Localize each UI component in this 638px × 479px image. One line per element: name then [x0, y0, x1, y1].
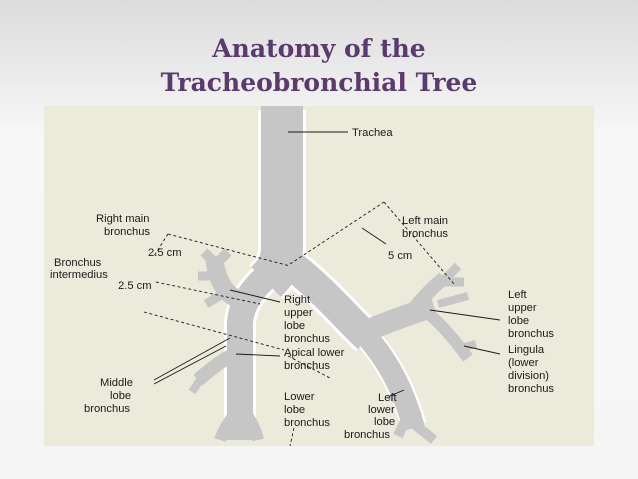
trachea — [250, 106, 303, 297]
tracheobronchial-tree-diagram: Trachea Right main bronchus 2.5 cm Bronc… — [50, 106, 554, 446]
dash-right-main-upper — [167, 233, 291, 267]
label-right-upper-lobe-2: upper — [284, 307, 313, 319]
label-middle-lobe-3: bronchus — [84, 403, 130, 415]
left-upper-lobe-stem — [359, 295, 438, 343]
label-left-lower-lobe-2: lower — [368, 404, 395, 416]
label-lingula-3: division) — [508, 370, 549, 382]
slide-title: Anatomy of the Tracheobronchial Tree — [0, 32, 638, 100]
leader-right-upper-lobe — [229, 289, 281, 303]
dash-left-main-end — [383, 201, 455, 285]
label-middle-lobe-1: Middle — [100, 377, 133, 389]
left-lower-twig-2 — [410, 420, 438, 444]
dash-intermedius-lower — [143, 311, 285, 351]
label-left-main-bronchus-2: bronchus — [402, 228, 448, 240]
label-lower-lobe-1: Lower — [284, 391, 315, 403]
label-right-main-bronchus-1: Right main — [96, 213, 149, 225]
leader-lingula — [463, 345, 501, 355]
label-right-upper-lobe-3: lobe — [284, 320, 305, 332]
label-left-upper-lobe-2: upper — [508, 302, 537, 314]
right-main-bronchus — [226, 259, 283, 440]
label-2-5cm-upper: 2.5 cm — [148, 247, 182, 259]
left-lower-twig-1 — [393, 407, 415, 439]
label-lingula-4: bronchus — [508, 383, 554, 395]
leader-apical-lower — [235, 353, 281, 357]
right-upper-twig-1 — [200, 248, 218, 266]
label-middle-lobe-2: lobe — [110, 390, 131, 402]
label-left-upper-lobe-4: bronchus — [508, 328, 554, 340]
label-left-upper-lobe-3: lobe — [508, 315, 529, 327]
label-lingula-1: Lingula — [508, 344, 545, 356]
left-main-bronchus — [280, 252, 379, 350]
lingula-branch — [420, 305, 473, 362]
lingula-twig — [459, 340, 477, 352]
dash-left-main — [289, 201, 385, 265]
label-5cm: 5 cm — [388, 250, 412, 262]
leader-left-upper-lobe — [429, 309, 501, 321]
label-2-5cm-lower: 2.5 cm — [118, 280, 152, 292]
measurement-lines — [143, 201, 455, 446]
label-bronchus-intermedius-1: Bronchus — [54, 257, 102, 269]
dash-right-main-lower — [153, 233, 169, 257]
title-line-1: Anatomy of the — [212, 34, 426, 63]
right-lower-twig-2 — [235, 402, 264, 442]
label-apical-lower-2: bronchus — [284, 360, 330, 372]
label-lingula-2: (lower — [508, 357, 539, 369]
label-right-upper-lobe-4: bronchus — [284, 333, 330, 345]
leader-left-lower-lobe — [389, 389, 405, 397]
diagram-panel: Trachea Right main bronchus 2.5 cm Bronc… — [44, 106, 594, 446]
right-upper-twig-2 — [212, 248, 232, 268]
label-left-main-bronchus-1: Left main — [402, 215, 448, 227]
label-right-main-bronchus-2: bronchus — [104, 226, 150, 238]
leader-left-main-5cm — [361, 227, 387, 245]
dash-lower-lobe-2 — [289, 427, 295, 446]
label-left-upper-lobe-1: Left — [508, 289, 528, 301]
title-line-2: Tracheobronchial Tree — [160, 68, 478, 97]
label-right-upper-lobe-1: Right — [284, 294, 311, 306]
label-left-lower-lobe-3: lobe — [374, 416, 395, 428]
leader-lines — [153, 131, 501, 397]
label-lower-lobe-2: lobe — [284, 404, 305, 416]
left-upper-twig-3 — [436, 292, 470, 308]
leader-middle-lobe — [153, 337, 231, 381]
label-apical-lower-1: Apical lower — [284, 347, 345, 359]
leader-middle-lobe-2 — [153, 345, 227, 385]
dash-intermedius-upper — [155, 281, 261, 305]
label-lower-lobe-3: bronchus — [284, 417, 330, 429]
labels: Trachea Right main bronchus 2.5 cm Bronc… — [50, 127, 554, 441]
label-bronchus-intermedius-2: intermedius — [50, 269, 108, 281]
dash-lower-lobe — [287, 355, 331, 379]
label-left-lower-lobe-4: bronchus — [344, 429, 390, 441]
middle-lobe-twig — [188, 371, 208, 395]
airway-tree — [188, 106, 477, 444]
right-upper-twig-4 — [203, 288, 229, 308]
label-trachea: Trachea — [352, 127, 393, 139]
label-left-lower-lobe-1: Left — [378, 392, 398, 404]
